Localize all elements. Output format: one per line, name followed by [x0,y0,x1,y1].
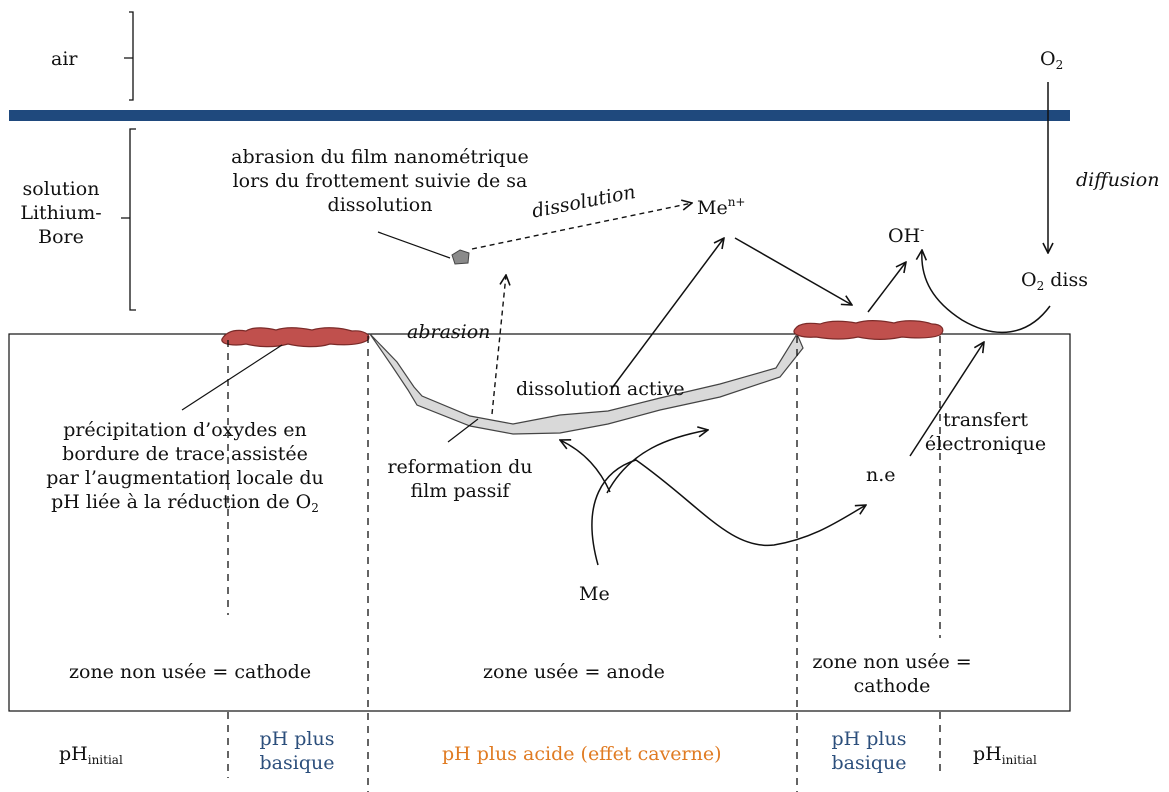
dissolution-arrow [471,203,692,250]
ph-basic-right: pH plus basique [803,727,935,775]
active-dissolution-arrow [611,238,724,389]
transfert-label: transfert électronique [918,408,1053,456]
o2-diss-suffix: diss [1044,269,1088,291]
solution-line-1: solution [22,178,100,200]
ph-basic-left-line-2: basique [259,752,335,774]
abrasion-note-line-1: abrasion du film nanométrique [231,146,529,168]
dissolution-active-label: dissolution active [516,378,685,400]
metal-to-film-right-arrow [606,430,708,494]
precipitation-line-4-text: pH liée à la réduction de O [51,491,312,513]
o2-diss-label: O2 diss [1021,268,1088,298]
solution-line-2: Lithium- [20,202,102,224]
precipitation-leader [181,344,283,411]
solution-line-3: Bore [38,226,84,248]
abrasion-arrow [491,275,506,415]
air-bracket [124,11,134,101]
metal-ion-label: Men+ [697,190,746,220]
metal-label: Me [579,583,610,605]
precipitation-line-2: bordure de trace assistée [62,443,308,465]
ph-basic-left: pH plus basique [232,727,362,775]
transfert-line-2: électronique [924,433,1047,455]
solution-bracket [121,128,136,311]
air-solution-interface [9,110,1070,121]
metal-to-electron-arrow [591,459,866,566]
metal-substrate [8,333,1071,712]
zone-right-line-2: cathode [853,675,931,697]
zone-right-line-1: zone non usée = [812,651,972,673]
ph-initial-left-text: pH [59,743,88,765]
electrons-label: n.e [866,464,896,486]
o2-top-subscript: 2 [1055,58,1064,72]
air-label: air [51,48,78,70]
ph-initial-right: pHinitial [973,742,1037,772]
hydroxide-label: OH- [888,218,924,248]
reformation-label: reformation du film passif [380,455,540,503]
abrasion-note-line-3: dissolution [327,194,433,216]
oxide-deposit-right [793,320,944,340]
abrasion-label: abrasion [407,321,491,343]
ph-initial-left: pHinitial [59,742,123,772]
ph-initial-right-subscript: initial [1001,753,1037,767]
electron-transfer-arrow [909,342,984,457]
precipitation-line-4-subscript: 2 [311,501,319,515]
metal-ion-charge: n+ [727,195,746,209]
ph-initial-right-text: pH [973,743,1002,765]
reformation-line-2: film passif [410,480,510,502]
ph-basic-right-line-2: basique [831,752,907,774]
oxide-deposit-left [221,327,370,348]
abrasion-note-leader [377,231,451,259]
o2-top-label: O2 [1040,47,1063,77]
o2-diss-subscript: 2 [1036,279,1045,293]
solution-label: solution Lithium- Bore [20,177,102,249]
abrasion-note: abrasion du film nanométrique lors du fr… [205,145,555,217]
abraded-particle [451,249,470,265]
ph-acid-label: pH plus acide (effet caverne) [442,743,722,765]
o2-diss-text: O [1021,269,1037,291]
precipitation-line-1: précipitation d’oxydes en [63,419,307,441]
transfert-line-1: transfert [942,409,1029,431]
wear-track-film [369,332,804,435]
reformation-line-1: reformation du [387,456,533,478]
metal-ion-text: Me [697,197,728,219]
metal-to-film-left-arrow [560,440,611,493]
zone-right-label: zone non usée = cathode [812,650,972,698]
o2-top-text: O [1040,48,1056,70]
abrasion-note-line-2: lors du frottement suivie de sa [232,170,528,192]
precipitation-note: précipitation d’oxydes en bordure de tra… [40,418,330,520]
metal-ion-to-cathode-arrow [734,237,852,305]
ph-basic-right-line-1: pH plus [831,728,907,750]
zone-left-label: zone non usée = cathode [69,661,312,683]
hydroxide-text: OH [888,225,921,247]
hydroxide-arrow [867,262,906,313]
ph-basic-left-line-1: pH plus [259,728,335,750]
zone-center-label: zone usée = anode [483,661,665,683]
diffusion-label: diffusion [1076,169,1160,191]
hydroxide-charge: - [920,223,925,237]
ph-initial-left-subscript: initial [87,753,123,767]
reformation-leader [447,418,479,443]
precipitation-line-3: par l’augmentation locale du [46,467,324,489]
o2-reduction-arrow [922,250,1051,333]
precipitation-line-4: pH liée à la réduction de O2 [40,490,330,520]
